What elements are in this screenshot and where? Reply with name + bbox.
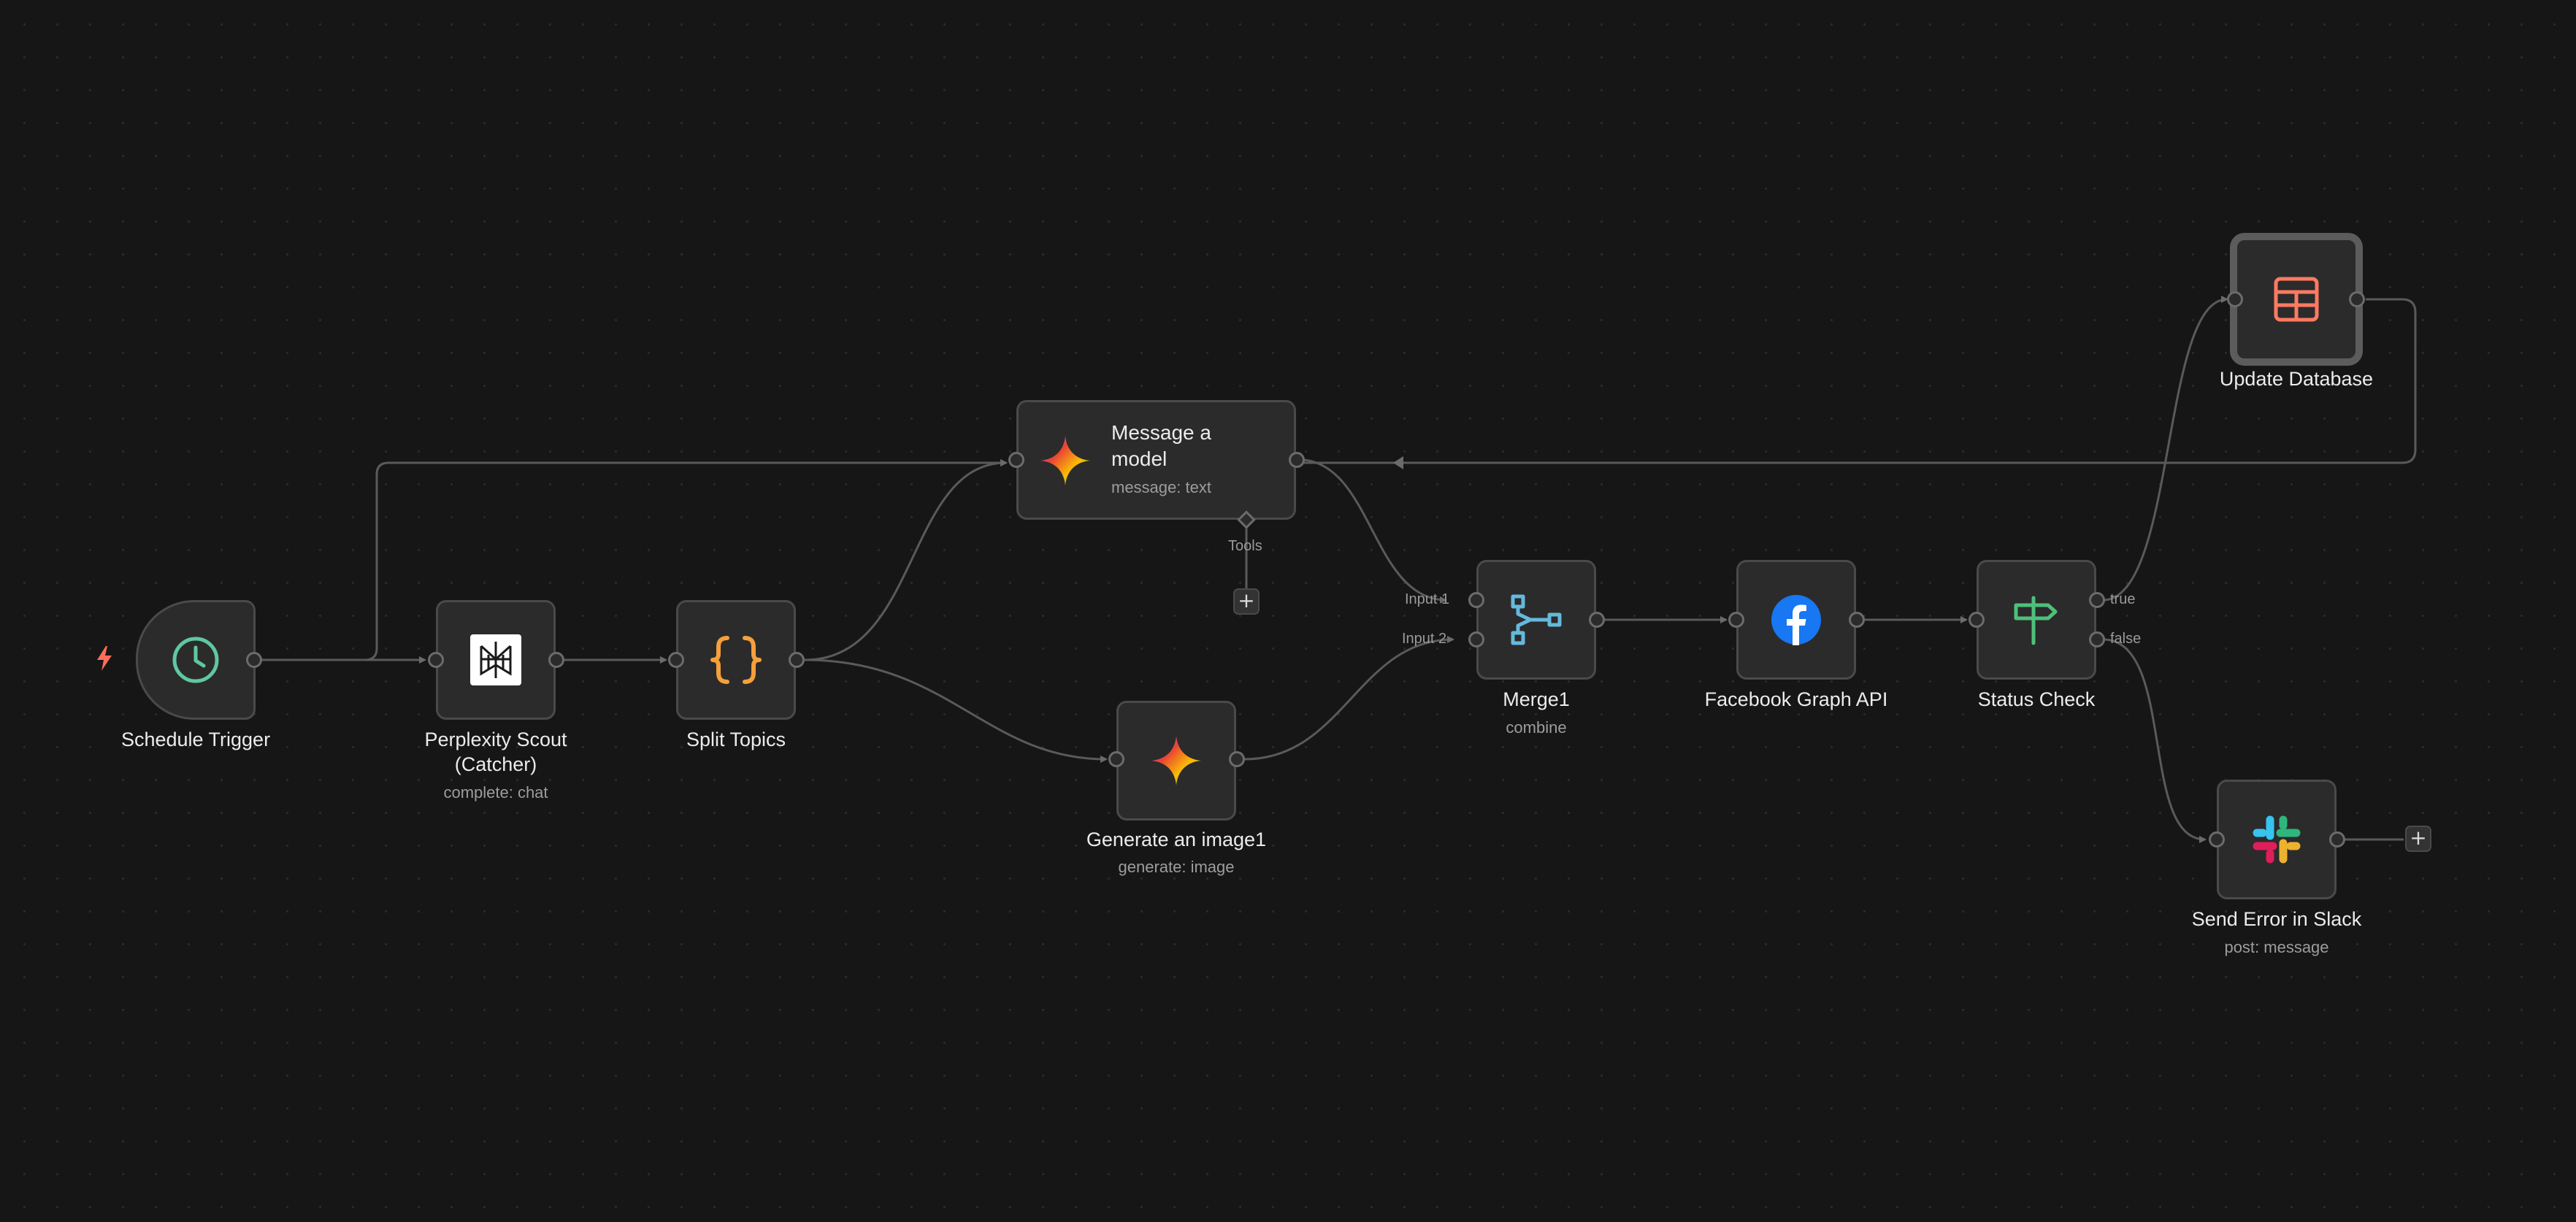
schedule-trigger-label: Schedule Trigger [120,729,271,750]
merge-sublabel: combine [1506,718,1567,737]
gemini-icon [1150,734,1203,787]
merge-node[interactable] [1476,560,1596,680]
update-database-input[interactable] [2227,291,2243,307]
generate-image-input[interactable] [1108,751,1124,767]
slack-node[interactable] [2217,780,2337,899]
update-database-node[interactable] [2230,233,2363,366]
status-true-label: true [2110,591,2136,607]
gemini-icon [1039,434,1092,491]
schedule-trigger-node[interactable] [136,600,256,720]
tools-label: Tools [1228,538,1262,554]
split-topics-input[interactable] [668,652,684,668]
edge-generate-merge [1244,636,1454,761]
merge-input-1-label: Input 1 [1405,591,1450,607]
generate-image-node[interactable] [1116,701,1236,821]
edge-split-message [804,459,1008,661]
status-check-input[interactable] [1969,612,1985,628]
merge-icon [1509,592,1564,647]
generate-image-output[interactable] [1229,751,1245,767]
perplexity-label-line1: Perplexity Scout [424,729,567,750]
message-model-sublabel: message: text [1111,478,1211,496]
perplexity-icon [470,634,521,685]
slack-icon [2251,814,2302,865]
facebook-node[interactable] [1736,560,1856,680]
split-topics-output[interactable] [789,652,805,668]
merge-label: Merge1 [1503,688,1570,710]
edge-split-generate [804,658,1108,763]
slack-output[interactable] [2329,831,2345,848]
status-check-label: Status Check [1977,688,2096,710]
perplexity-output[interactable] [548,652,564,668]
status-check-false-output[interactable] [2089,631,2105,647]
edge-message-merge [1303,458,1447,604]
table-icon [2273,276,2320,323]
merge-input-2[interactable] [1468,631,1484,647]
schedule-trigger-output[interactable] [246,652,262,668]
braces-icon [708,632,764,688]
slack-sublabel: post: message [2224,938,2329,956]
slack-add-node-button[interactable]: + [2405,826,2431,852]
merge-input-2-label: Input 2 [1402,631,1447,647]
generate-image-sublabel: generate: image [1118,858,1235,876]
update-database-label: Update Database [2219,368,2374,390]
perplexity-sublabel: complete: chat [443,783,548,802]
slack-input[interactable] [2209,831,2225,848]
facebook-icon [1771,594,1822,645]
edge-status-true [2102,296,2228,602]
clock-icon [170,634,221,685]
message-model-node[interactable]: Message a model message: text [1016,400,1296,520]
merge-output[interactable] [1589,612,1605,628]
status-check-true-output[interactable] [2089,592,2105,608]
facebook-input[interactable] [1728,612,1744,628]
edge-status-false [2102,638,2207,843]
status-false-label: false [2110,631,2142,647]
message-model-input[interactable] [1008,452,1024,468]
facebook-output[interactable] [1849,612,1865,628]
generate-image-label: Generate an image1 [1086,829,1267,850]
perplexity-label-line2: (Catcher) [454,753,537,775]
perplexity-node[interactable] [436,600,556,720]
facebook-label: Facebook Graph API [1704,688,1888,710]
status-check-node[interactable] [1977,560,2096,680]
add-tool-button[interactable]: + [1233,588,1260,615]
split-topics-node[interactable] [676,600,796,720]
perplexity-input[interactable] [428,652,444,668]
bolt-icon [95,645,114,675]
message-model-output[interactable] [1289,452,1305,468]
slack-label: Send Error in Slack [2191,908,2362,930]
split-topics-label: Split Topics [686,729,786,750]
signpost-icon [2010,593,2063,646]
update-database-output[interactable] [2349,291,2365,307]
merge-input-1[interactable] [1468,592,1484,608]
loop-arrow [1393,456,1403,469]
message-model-title: Message a model [1111,421,1211,470]
